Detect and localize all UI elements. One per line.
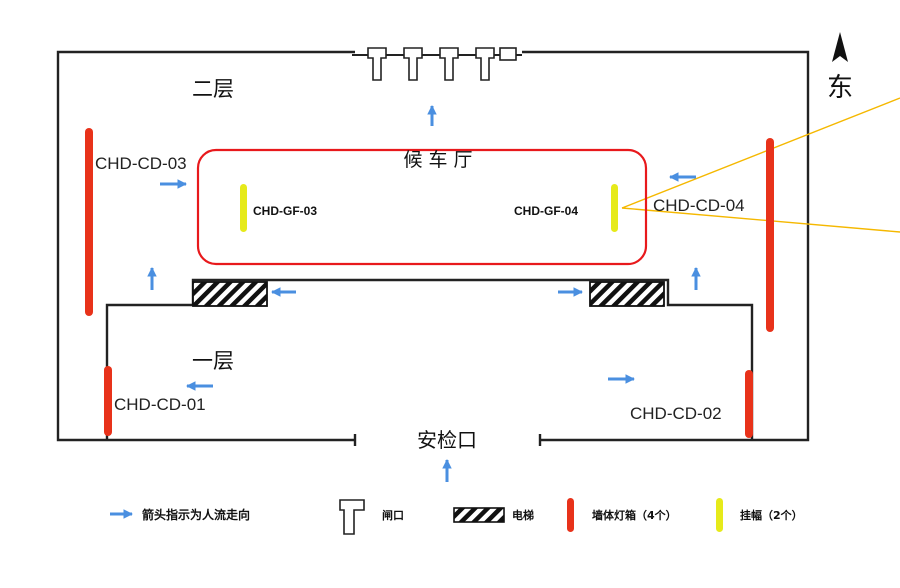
callout-line	[621, 97, 900, 209]
callout-line	[621, 207, 900, 233]
lightbox-bar	[766, 138, 774, 332]
outer-wall-right	[522, 50, 810, 442]
flow-arrows	[147, 105, 701, 482]
floor-label-upper: 二层	[192, 77, 234, 101]
banner-bar	[611, 184, 618, 232]
banner-label: CHD-GF-04	[514, 204, 578, 218]
legend-arrow-label: 箭头指示为人流走向	[142, 507, 250, 522]
legend: 箭头指示为人流走向 闸口 电梯 墙体灯箱（4个） 挂幅（2个）	[110, 498, 803, 535]
gate-row	[352, 47, 522, 81]
floor-label-lower: 一层	[192, 349, 234, 373]
lightbox-bar	[104, 366, 112, 436]
lightbox-label: CHD-CD-04	[653, 196, 745, 215]
legend-banner-icon	[716, 498, 723, 532]
entrance-label: 安检口	[417, 428, 477, 452]
gate-icon	[475, 47, 495, 81]
lightbox-label: CHD-CD-03	[95, 154, 187, 173]
lightbox-bar	[745, 370, 753, 438]
compass-label: 东	[827, 73, 853, 103]
outer-wall	[56, 50, 355, 442]
lightbox-bar	[85, 128, 93, 316]
gate-icon	[439, 47, 459, 81]
legend-banner-label: 挂幅（2个）	[740, 508, 803, 522]
legend-lightbox-label: 墙体灯箱（4个）	[592, 508, 677, 522]
hall-label: 候 车 厅	[403, 149, 472, 171]
legend-escalator-label: 电梯	[512, 508, 534, 522]
north-arrow-icon	[832, 32, 848, 62]
inner-wall	[105, 278, 754, 440]
gate-icon	[403, 47, 423, 81]
lightbox-label: CHD-CD-02	[630, 404, 722, 423]
legend-lightbox-icon	[567, 498, 574, 532]
legend-gate-label: 闸口	[382, 508, 404, 522]
gate-icon	[367, 47, 387, 81]
banner-bar	[240, 184, 247, 232]
legend-gate-icon	[339, 499, 365, 535]
legend-escalator-icon	[453, 507, 505, 523]
escalator-left	[192, 281, 268, 307]
banner-label: CHD-GF-03	[253, 204, 317, 218]
escalator-right	[589, 281, 665, 307]
lightbox-label: CHD-CD-01	[114, 395, 206, 414]
waiting-hall	[196, 148, 648, 266]
compass: 东	[827, 32, 853, 103]
